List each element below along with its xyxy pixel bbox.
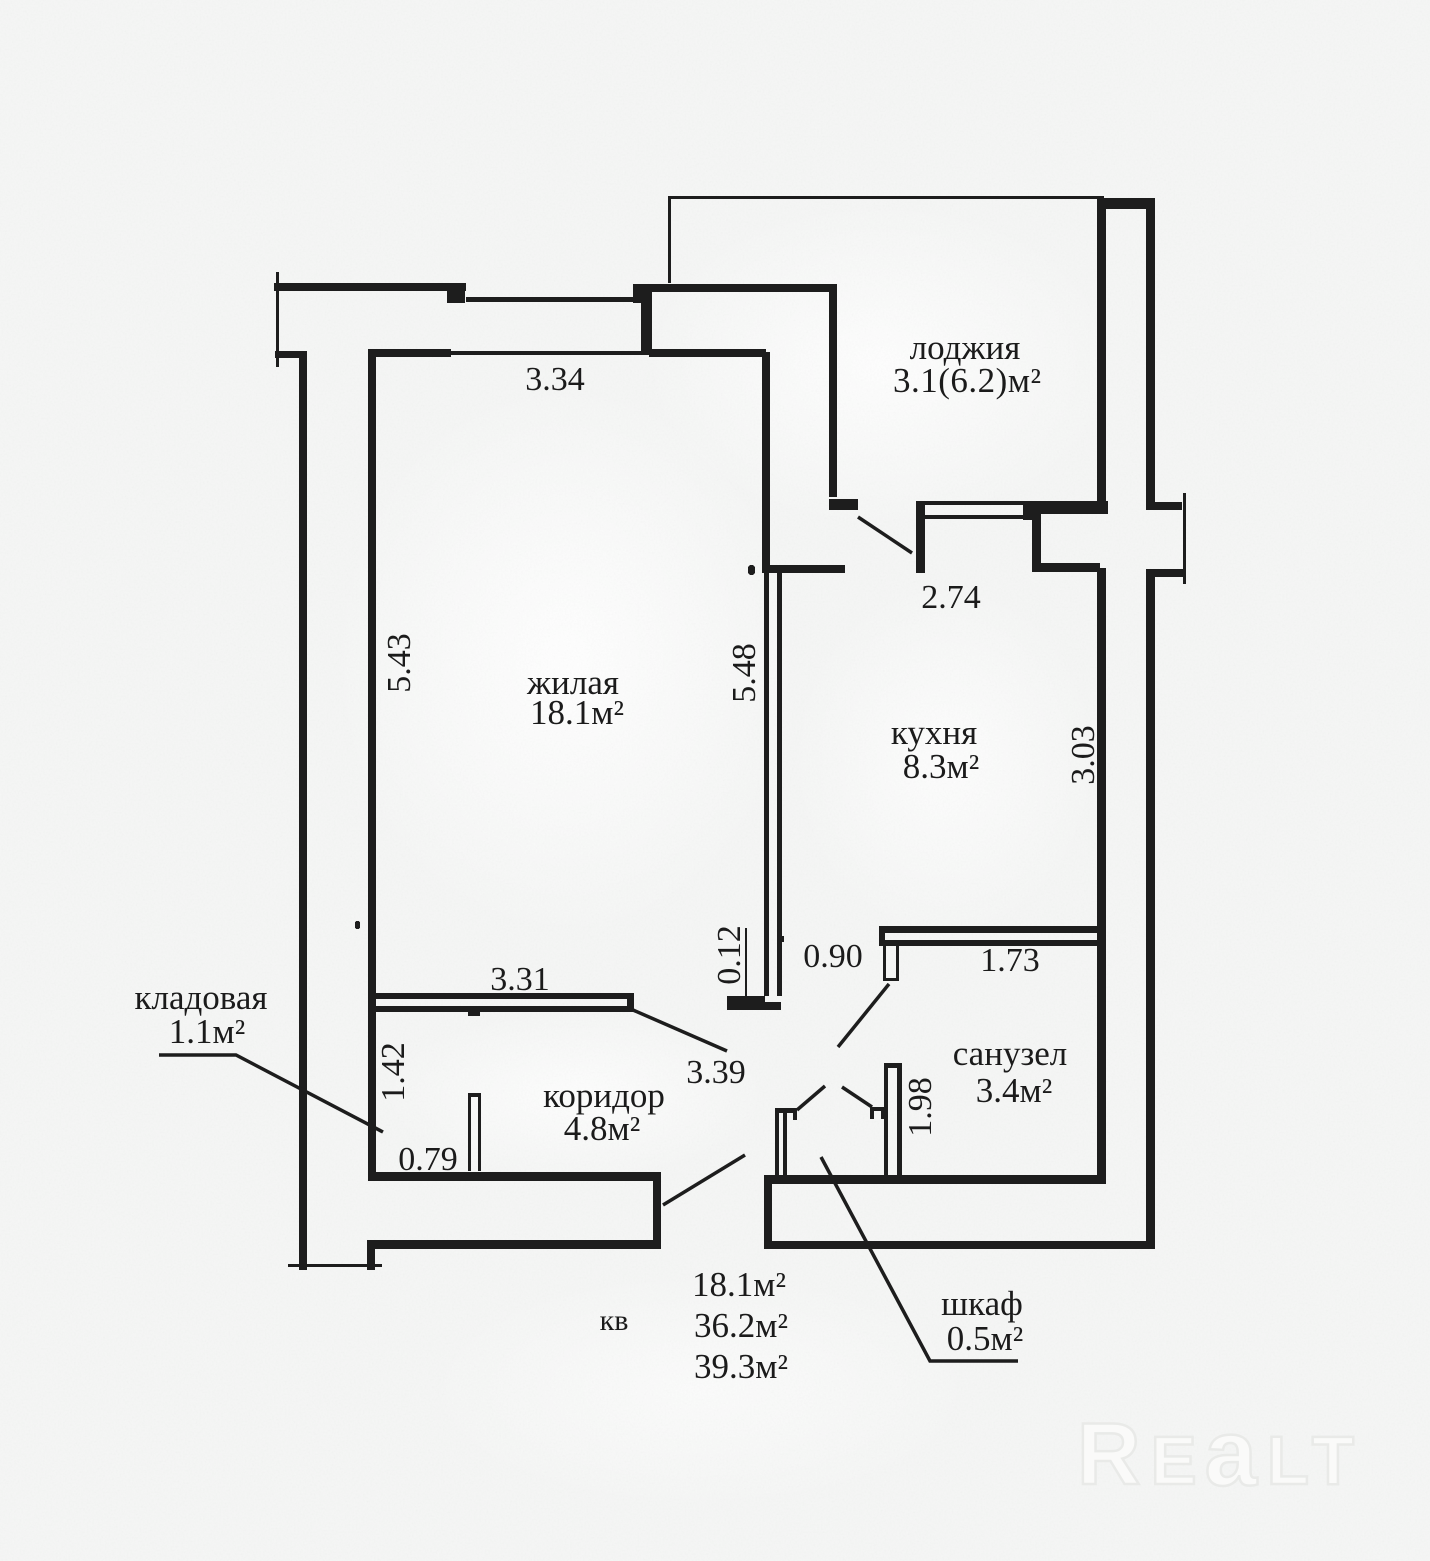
svg-text:3.1(6.2)м²: 3.1(6.2)м²: [893, 361, 1041, 400]
svg-text:0.90: 0.90: [803, 938, 863, 975]
svg-text:3.03: 3.03: [1065, 725, 1102, 785]
svg-text:1.98: 1.98: [902, 1077, 939, 1137]
svg-text:39.3м²: 39.3м²: [694, 1347, 788, 1386]
svg-text:кв: кв: [600, 1304, 629, 1337]
svg-text:1.42: 1.42: [375, 1042, 412, 1102]
svg-text:шкаф: шкаф: [941, 1284, 1023, 1323]
svg-text:18.1м²: 18.1м²: [530, 693, 624, 732]
svg-text:5.48: 5.48: [726, 643, 763, 703]
svg-text:3.4м²: 3.4м²: [976, 1071, 1052, 1110]
svg-text:3.34: 3.34: [525, 361, 585, 398]
svg-text:8.3м²: 8.3м²: [903, 747, 979, 786]
svg-text:18.1м²: 18.1м²: [692, 1265, 786, 1304]
svg-text:1.1м²: 1.1м²: [169, 1012, 245, 1051]
svg-text:кухня: кухня: [891, 713, 977, 752]
svg-text:1.73: 1.73: [980, 942, 1040, 979]
svg-text:5.43: 5.43: [381, 633, 418, 693]
svg-text:жилая: жилая: [526, 663, 619, 702]
svg-text:0.5м²: 0.5м²: [947, 1319, 1023, 1358]
svg-text:3.39: 3.39: [686, 1054, 746, 1091]
svg-text:36.2м²: 36.2м²: [694, 1306, 788, 1345]
svg-text:санузел: санузел: [953, 1034, 1068, 1073]
svg-text:4.8м²: 4.8м²: [564, 1109, 640, 1148]
svg-text:кладовая: кладовая: [134, 978, 267, 1017]
svg-text:0.12: 0.12: [711, 925, 748, 985]
svg-text:2.74: 2.74: [921, 579, 981, 616]
svg-text:лоджия: лоджия: [910, 328, 1021, 367]
svg-text:коридор: коридор: [543, 1076, 665, 1115]
svg-text:3.31: 3.31: [490, 961, 550, 998]
svg-text:0.79: 0.79: [398, 1141, 458, 1178]
